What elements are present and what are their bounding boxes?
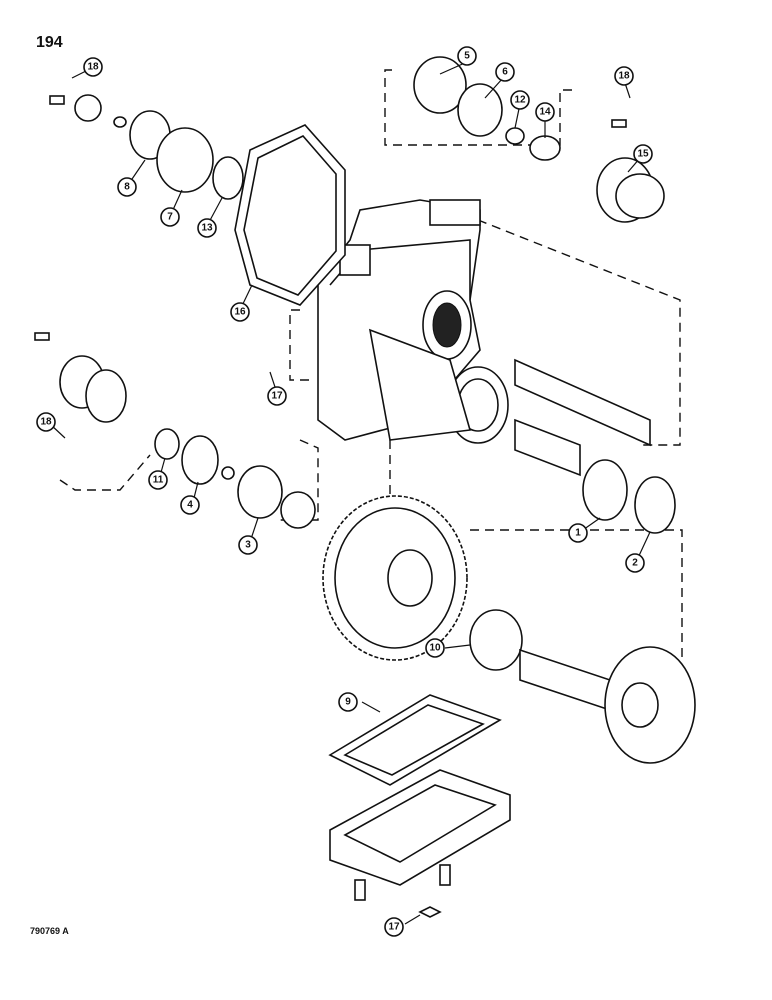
svg-text:17: 17	[388, 922, 400, 933]
callout-12: 12	[510, 90, 530, 110]
left-side-cap	[34, 332, 127, 423]
svg-text:13: 13	[201, 223, 213, 234]
svg-text:12: 12	[514, 95, 526, 106]
callout-13: 13	[197, 218, 217, 238]
page-number: 194	[36, 34, 63, 51]
callout-8: 8	[117, 177, 137, 197]
callout-7: 7	[160, 207, 180, 227]
callout-5: 5	[457, 46, 477, 66]
svg-text:11: 11	[153, 475, 164, 486]
transmission-housing	[317, 199, 509, 444]
svg-text:5: 5	[464, 51, 470, 62]
svg-text:18: 18	[618, 71, 630, 82]
callout-11: 11	[148, 470, 168, 490]
callout-3: 3	[238, 535, 258, 555]
callout-17-lower: 17	[384, 917, 404, 937]
figure-id: 790769 A	[30, 926, 69, 936]
callout-14: 14	[535, 102, 555, 122]
svg-text:7: 7	[167, 212, 173, 223]
svg-text:14: 14	[539, 107, 551, 118]
svg-text:6: 6	[502, 67, 508, 78]
callout-9: 9	[338, 692, 358, 712]
svg-text:4: 4	[187, 500, 193, 511]
svg-text:16: 16	[234, 307, 246, 318]
lower-left-bearings	[154, 428, 316, 529]
svg-text:9: 9	[345, 697, 351, 708]
svg-text:17: 17	[271, 391, 283, 402]
svg-text:8: 8	[124, 182, 130, 193]
bull-gear	[322, 495, 468, 661]
housing-gasket	[234, 124, 346, 306]
callout-15: 15	[633, 144, 653, 164]
output-shaft-assembly	[514, 358, 676, 534]
callout-4: 4	[180, 495, 200, 515]
axle-and-seal	[469, 609, 696, 764]
upper-left-bearings	[49, 94, 244, 200]
callout-18-top-left: 18	[83, 57, 103, 77]
leader-lines	[49, 61, 651, 925]
svg-text:2: 2	[632, 558, 638, 569]
callout-17-upper: 17	[267, 386, 287, 406]
callout-18-top-right: 18	[614, 66, 634, 86]
callout-1: 1	[568, 523, 588, 543]
callout-18-left: 18	[36, 412, 56, 432]
svg-text:18: 18	[40, 417, 52, 428]
svg-text:18: 18	[87, 62, 99, 73]
oil-pan	[329, 769, 511, 918]
svg-text:3: 3	[245, 540, 251, 551]
callout-10: 10	[425, 638, 445, 658]
oil-pan-gasket	[328, 694, 502, 786]
callout-6: 6	[495, 62, 515, 82]
svg-text:15: 15	[637, 149, 649, 160]
callout-16: 16	[230, 302, 250, 322]
svg-text:10: 10	[429, 643, 441, 654]
svg-text:1: 1	[575, 528, 581, 539]
callout-2: 2	[625, 553, 645, 573]
upper-right-bearings	[413, 56, 665, 223]
